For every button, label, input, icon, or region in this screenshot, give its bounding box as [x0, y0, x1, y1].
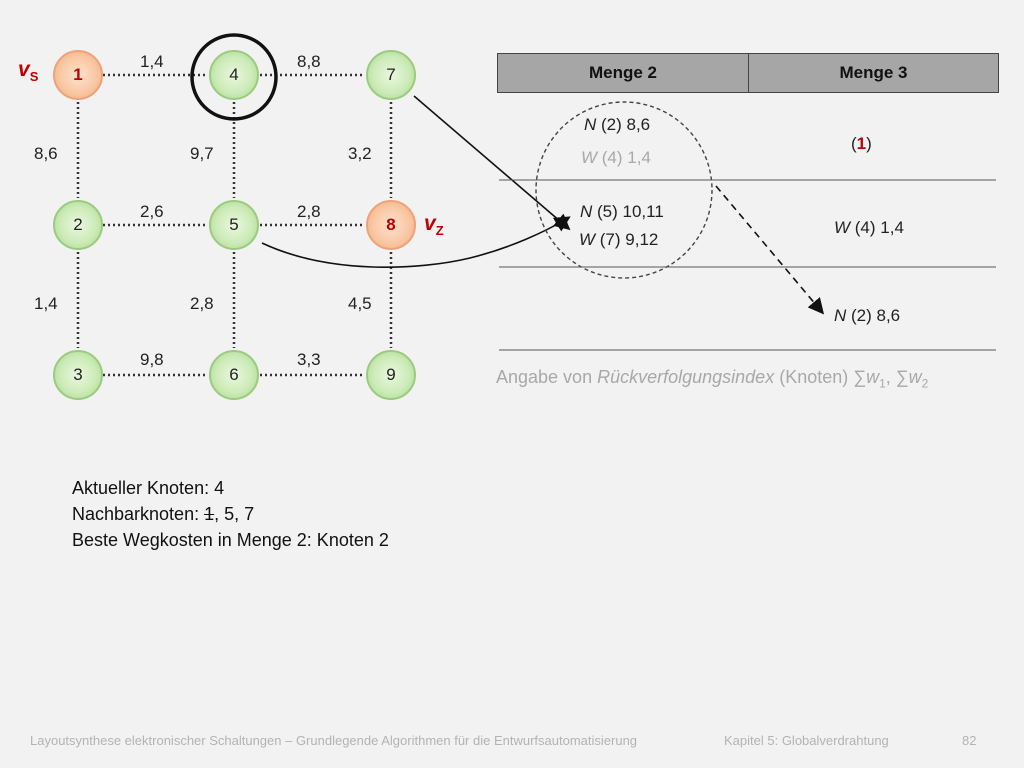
weight-3-6: 9,8 — [140, 350, 164, 369]
neighbor-nodes-text: Nachbarknoten: 1, 5, 7 — [72, 504, 255, 524]
weight-2-5: 2,6 — [140, 202, 164, 221]
menge2-entry-w4-moved: W (4) 1,4 — [581, 148, 651, 167]
footer-page-number: 82 — [962, 733, 977, 748]
menge2-selection-circle — [535, 101, 713, 279]
node-7: 7 — [366, 50, 416, 100]
weight-1-2: 8,6 — [34, 144, 58, 163]
current-node-text: Aktueller Knoten: 4 — [72, 478, 225, 498]
current-node-ring — [190, 33, 278, 121]
weight-4-5: 9,7 — [190, 144, 214, 163]
footer-chapter: Kapitel 5: Globalverdrahtung — [724, 733, 889, 748]
menge3-entry-n2: N (2) 8,6 — [834, 306, 901, 325]
weight-7-8: 3,2 — [348, 144, 372, 163]
node-8: 8 — [366, 200, 416, 250]
table-header-menge2: Menge 2 — [497, 53, 749, 93]
node-2: 2 — [53, 200, 103, 250]
source-label: vS — [18, 58, 39, 85]
node-6: 6 — [209, 350, 259, 400]
arrow-move-to-menge3 — [715, 185, 825, 315]
arrow-node7-to-w7 — [413, 95, 571, 231]
weight-5-8: 2,8 — [297, 202, 321, 221]
menge2-entry-w7: W (7) 9,12 — [579, 230, 659, 249]
menge3-entry-1: (1) — [851, 134, 872, 153]
weight-5-6: 2,8 — [190, 294, 214, 313]
menge2-entry-n2: N (2) 8,6 — [584, 115, 651, 134]
target-label: vZ — [424, 212, 444, 239]
table-header-menge3: Menge 3 — [748, 53, 999, 93]
node-1: 1 — [53, 50, 103, 100]
menge2-entry-n5: N (5) 10,11 — [580, 202, 664, 221]
node-5: 5 — [209, 200, 259, 250]
node-4: 4 — [209, 50, 259, 100]
weight-6-9: 3,3 — [297, 350, 321, 369]
backtrace-note: Angabe von Rückverfolgungsindex (Knoten)… — [496, 367, 929, 391]
node-9: 9 — [366, 350, 416, 400]
menge3-entry-w4: W (4) 1,4 — [834, 218, 904, 237]
node-3: 3 — [53, 350, 103, 400]
best-cost-text: Beste Wegkosten in Menge 2: Knoten 2 — [72, 530, 389, 550]
footer-course-title: Layoutsynthese elektronischer Schaltunge… — [30, 733, 638, 748]
weight-8-9: 4,5 — [348, 294, 372, 313]
arrow-node5-to-n5 — [261, 216, 571, 268]
weight-4-7: 8,8 — [297, 52, 321, 71]
weight-2-3: 1,4 — [34, 294, 58, 313]
weight-1-4: 1,4 — [140, 52, 164, 71]
